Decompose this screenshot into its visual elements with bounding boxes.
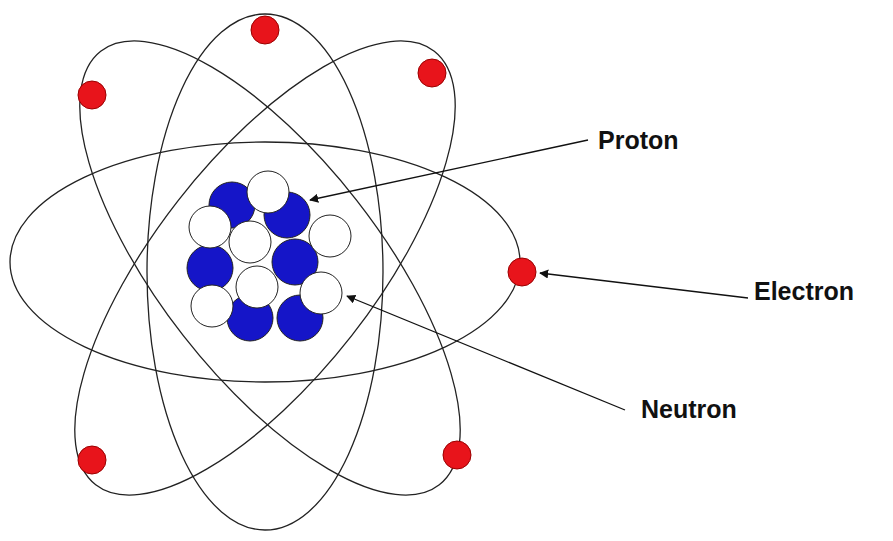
electron bbox=[418, 59, 446, 87]
neutron bbox=[189, 206, 231, 248]
leader-line bbox=[347, 296, 625, 410]
neutron bbox=[300, 272, 342, 314]
orbit bbox=[147, 14, 383, 530]
electron bbox=[78, 446, 106, 474]
electron bbox=[508, 258, 536, 286]
proton bbox=[187, 245, 233, 291]
part-label: Proton bbox=[598, 127, 679, 155]
electrons bbox=[78, 16, 536, 474]
part-label: Electron bbox=[754, 278, 854, 306]
orbits bbox=[9, 0, 526, 541]
part-label: Neutron bbox=[641, 396, 737, 424]
orbit bbox=[9, 0, 521, 541]
neutron bbox=[229, 221, 271, 263]
orbit bbox=[14, 0, 526, 541]
neutron bbox=[236, 266, 278, 308]
neutron bbox=[309, 215, 351, 257]
leader-line bbox=[310, 140, 588, 200]
neutron bbox=[191, 285, 233, 327]
orbit bbox=[10, 142, 520, 382]
leader-lines bbox=[310, 140, 748, 410]
neutron bbox=[247, 171, 289, 213]
electron bbox=[251, 16, 279, 44]
electron bbox=[78, 81, 106, 109]
leader-line bbox=[540, 273, 748, 298]
electron bbox=[443, 441, 471, 469]
